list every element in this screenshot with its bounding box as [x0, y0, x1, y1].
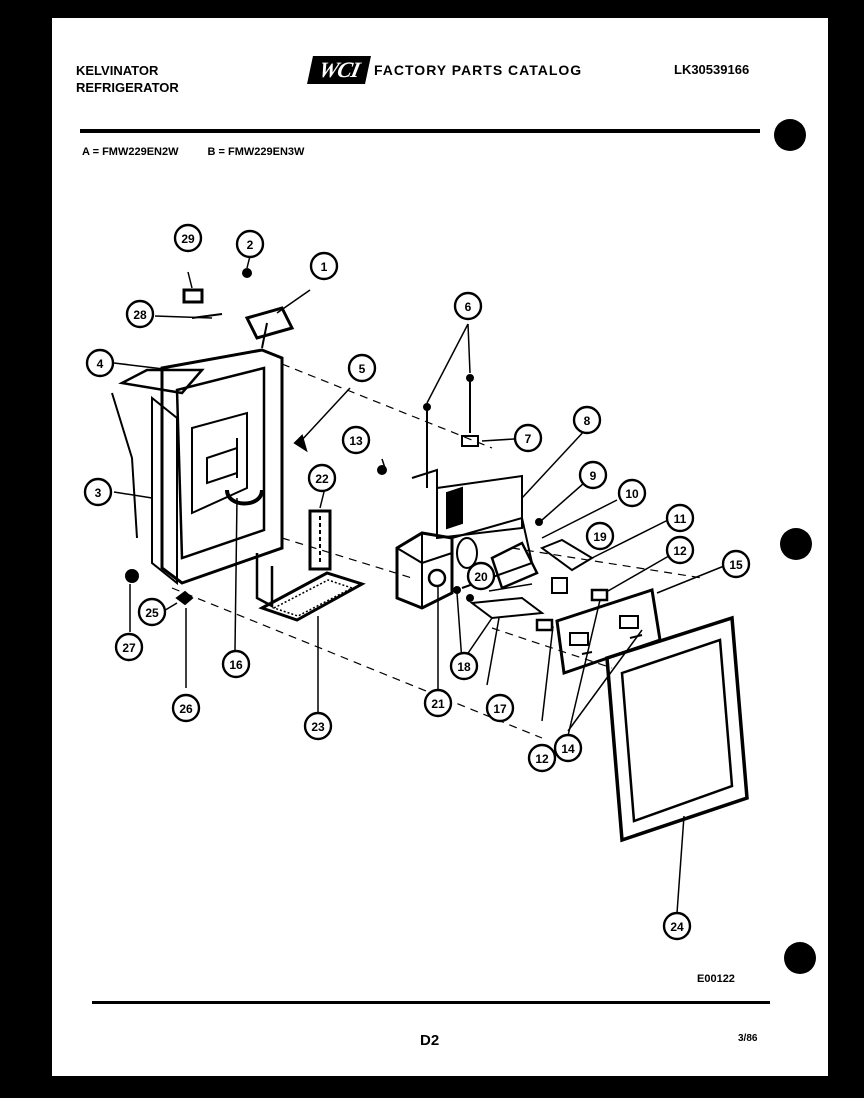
callout-number: 27: [122, 641, 136, 655]
callout-8: 8: [572, 405, 602, 435]
callout-number: 3: [95, 486, 102, 500]
callout-5: 5: [347, 353, 377, 383]
callout-28: 28: [125, 299, 155, 329]
callout-number: 9: [590, 469, 597, 483]
callout-19: 19: [585, 521, 615, 551]
callout-18: 18: [449, 651, 479, 681]
callout-number: 12: [673, 544, 687, 558]
callout-number: 15: [729, 558, 743, 572]
callout-number: 28: [133, 308, 147, 322]
callout-13: 13: [341, 425, 371, 455]
alignment-lines: [171, 363, 703, 739]
callout-number: 13: [349, 434, 363, 448]
callout-2: 2: [235, 229, 265, 259]
callout-number: 6: [465, 300, 472, 314]
callout-16: 16: [221, 649, 251, 679]
callout-17: 17: [485, 693, 515, 723]
exploded-parts-diagram: 1234567891011121213141516171819202122232…: [83, 223, 751, 941]
callout-22: 22: [307, 463, 337, 493]
callout-7: 7: [513, 423, 543, 453]
callout-6: 6: [453, 291, 483, 321]
callout-number: 24: [670, 920, 684, 934]
callout-15: 15: [721, 549, 751, 579]
callout-number: 25: [145, 606, 159, 620]
catalog-number: LK30539166: [674, 62, 750, 77]
revision-date: 3/86: [738, 1033, 758, 1044]
leader-lines: [113, 255, 730, 914]
brand-name: KELVINATOR: [76, 63, 159, 78]
callout-21: 21: [423, 688, 453, 718]
callout-3: 3: [83, 477, 113, 507]
binder-hole-middle: [780, 528, 812, 560]
binder-hole-top: [774, 119, 806, 151]
callout-26: 26: [171, 693, 201, 723]
callout-number: 23: [311, 720, 325, 734]
callout-number: 2: [247, 238, 254, 252]
model-a: A = FMW229EN2W: [82, 146, 179, 158]
callout-number: 8: [584, 414, 591, 428]
header-divider: [80, 129, 760, 133]
callout-12: 12: [527, 743, 557, 773]
callout-4: 4: [85, 348, 115, 378]
callout-12: 12: [665, 535, 695, 565]
callout-number: 19: [593, 530, 607, 544]
callout-9: 9: [578, 460, 608, 490]
light-strip: [308, 509, 332, 571]
callout-29: 29: [173, 223, 203, 253]
callout-number: 20: [474, 570, 488, 584]
page-number: D2: [420, 1032, 440, 1049]
motor-assembly: [377, 374, 609, 632]
callout-number: 4: [97, 357, 104, 371]
callout-number: 21: [431, 697, 445, 711]
callout-14: 14: [553, 733, 583, 763]
catalog-heading: WCI FACTORY PARTS CATALOG: [307, 56, 583, 84]
callout-25: 25: [137, 597, 167, 627]
dispenser-door-frame: [605, 615, 749, 843]
binder-hole-bottom: [784, 942, 816, 974]
brand-block: KELVINATOR REFRIGERATOR: [76, 62, 179, 96]
callout-10: 10: [617, 478, 647, 508]
drip-tray: [258, 571, 366, 622]
callout-24: 24: [662, 911, 692, 941]
callout-number: 22: [315, 472, 329, 486]
callout-number: 26: [179, 702, 193, 716]
callout-number: 29: [181, 232, 195, 246]
callout-20: 20: [466, 561, 496, 591]
callout-number: 17: [493, 702, 507, 716]
callout-number: 10: [625, 487, 639, 501]
callout-number: 18: [457, 660, 471, 674]
callout-1: 1: [309, 251, 339, 281]
callout-number: 5: [359, 362, 366, 376]
callout-27: 27: [114, 632, 144, 662]
parts-catalog-page: KELVINATOR REFRIGERATOR WCI FACTORY PART…: [52, 18, 828, 1076]
callout-number: 11: [674, 512, 687, 526]
callout-number: 7: [525, 432, 532, 446]
figure-code: E00122: [697, 973, 735, 985]
footer-divider: [92, 1001, 770, 1004]
model-legend: A = FMW229EN2W B = FMW229EN3W: [82, 146, 330, 158]
callout-23: 23: [303, 711, 333, 741]
model-b: B = FMW229EN3W: [207, 146, 305, 158]
callout-11: 11: [665, 503, 695, 533]
product-type: REFRIGERATOR: [76, 80, 179, 95]
callout-number: 14: [561, 742, 575, 756]
callout-number: 12: [535, 752, 549, 766]
callout-number: 16: [229, 658, 243, 672]
catalog-title: FACTORY PARTS CATALOG: [374, 62, 583, 78]
clip-part: [293, 434, 308, 453]
callout-number: 1: [321, 260, 328, 274]
